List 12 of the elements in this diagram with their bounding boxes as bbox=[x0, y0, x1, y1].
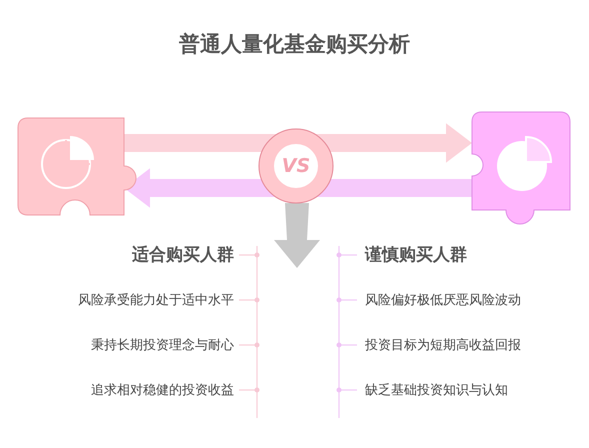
list-item: 追求相对稳健的投资收益 bbox=[91, 382, 234, 399]
list-item: 投资目标为短期高收益回报 bbox=[365, 337, 521, 354]
title: 普通人量化基金购买分析 bbox=[178, 31, 411, 58]
column-heading: 谨慎购买人群 bbox=[365, 244, 467, 266]
arrow bbox=[124, 123, 472, 163]
list-item: 秉持长期投资理念与耐心 bbox=[91, 337, 234, 354]
arrow bbox=[124, 168, 472, 208]
list-item: 风险偏好极低厌恶风险波动 bbox=[365, 292, 521, 309]
list-item: 缺乏基础投资知识与认知 bbox=[365, 382, 508, 399]
vs-text: VS bbox=[280, 154, 312, 178]
list-item: 风险承受能力处于适中水平 bbox=[78, 292, 234, 309]
column-heading: 适合购买人群 bbox=[132, 244, 234, 266]
